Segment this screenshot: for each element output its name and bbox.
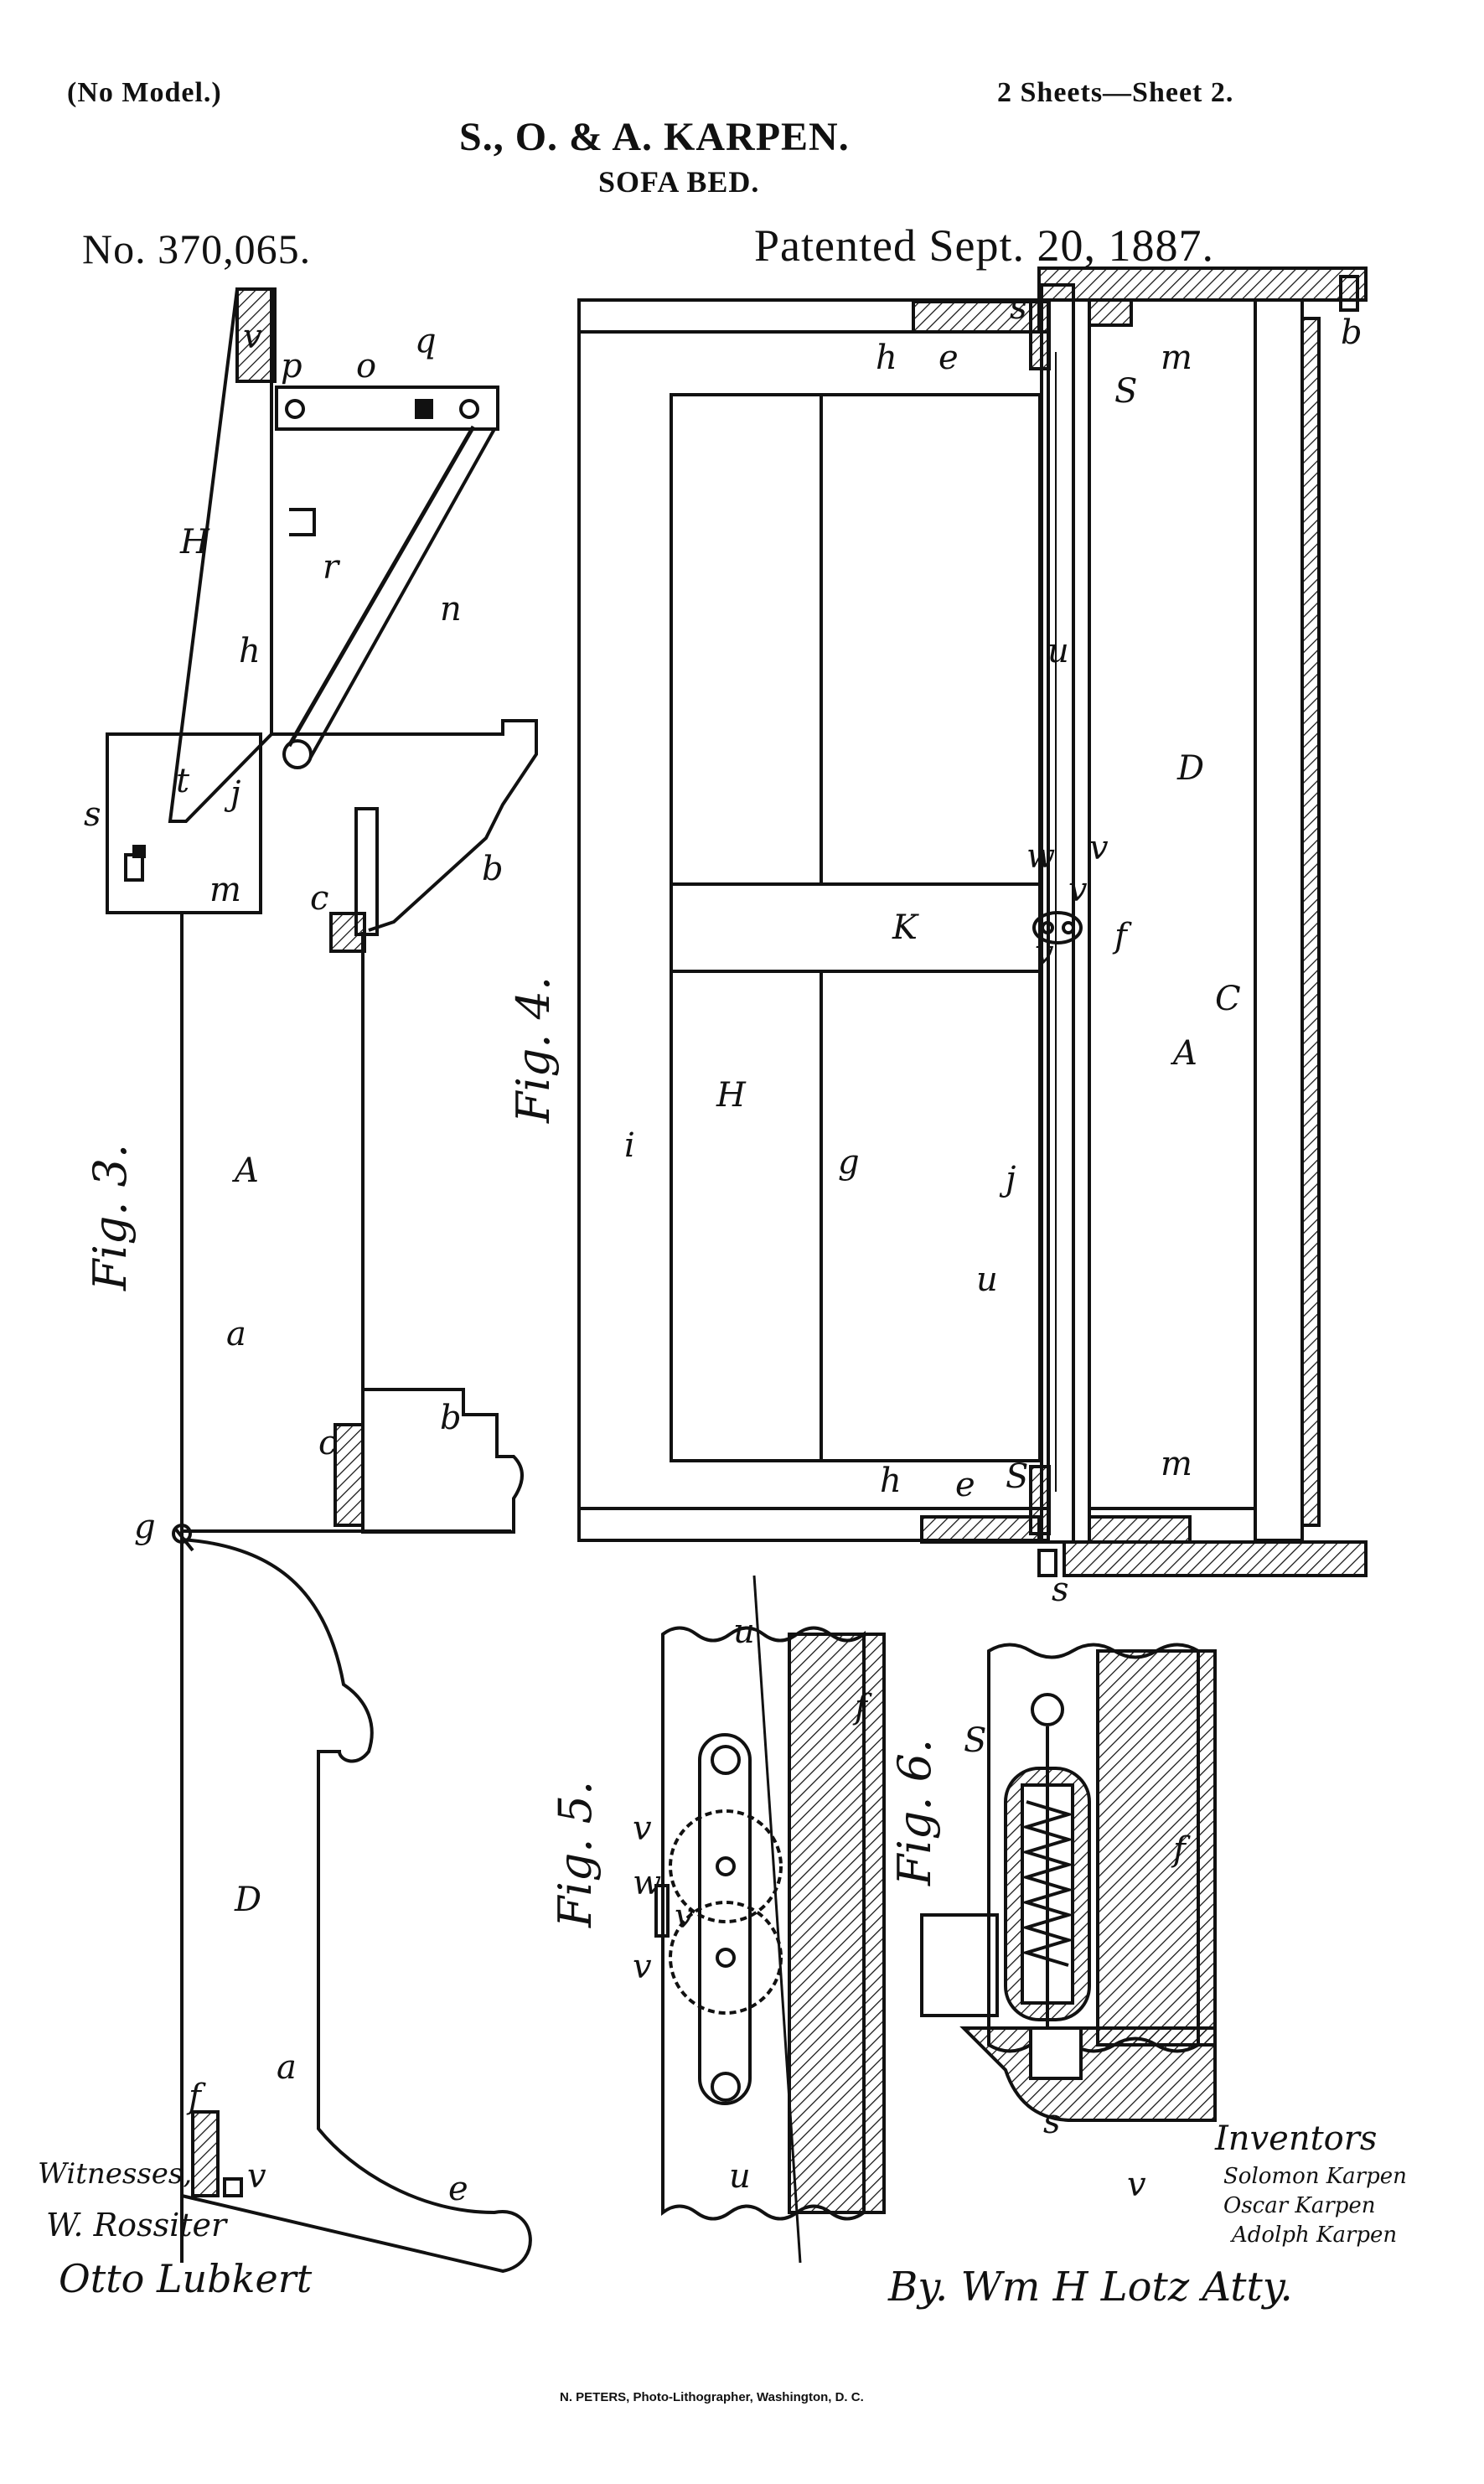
ref-letter: v (1068, 871, 1088, 909)
ref-letter: j (999, 1160, 1016, 1198)
ref-letter: A (231, 1151, 259, 1190)
ref-letter: e (955, 1466, 975, 1504)
ref-letter: e (938, 339, 959, 377)
inventor-signature-2: Oscar Karpen (1223, 2193, 1376, 2218)
fig4-drawing (577, 267, 1368, 1577)
signatures: Witnesses, W. Rossiter Otto Lubkert Inve… (38, 2119, 1407, 2311)
ref-letter: g (134, 1508, 156, 1546)
ref-letter: D (234, 1881, 261, 1919)
attorney-signature: By. Wm H Lotz Atty. (887, 2264, 1293, 2311)
ref-letter: s (1043, 2103, 1061, 2141)
ref-letter: s (84, 795, 101, 834)
fig4-reference-letters: s h e m b S u D v w v v f K A C i H g u … (624, 288, 1362, 1609)
witnesses-label: Witnesses, (38, 2157, 192, 2191)
ref-letter: b (482, 850, 504, 888)
inventors-label: Inventors (1214, 2119, 1377, 2158)
ref-letter: t (176, 762, 190, 800)
fig3-reference-letters: v p o q H r n h s t j m c b A a c b g D … (84, 318, 504, 2208)
fig6-drawing (920, 1643, 1217, 2122)
ref-letter: S (964, 1721, 986, 1760)
ref-letter: K (892, 908, 919, 947)
ref-letter: A (1170, 1034, 1197, 1073)
ref-letter: m (1161, 339, 1192, 377)
ref-letter: u (976, 1260, 998, 1299)
ref-letter: m (209, 871, 241, 909)
fig5-reference-letters: u f v w v v u (633, 1612, 872, 2196)
inventors-title: S., O. & A. KARPEN. (459, 115, 850, 159)
fig4-caption: Fig. 4. (507, 976, 560, 1124)
ref-letter: c (318, 1424, 337, 1462)
ref-letter: q (415, 322, 437, 360)
ref-letter: p (281, 347, 302, 386)
ref-letter: s (1010, 288, 1027, 327)
ref-letter: n (440, 590, 462, 629)
patent-date: Patented Sept. 20, 1887. (754, 220, 1214, 271)
witness-signature-1: W. Rossiter (46, 2207, 229, 2243)
ref-letter: a (226, 1315, 246, 1353)
fig3-caption: Fig. 3. (84, 1144, 137, 1291)
fig3-drawing (106, 287, 538, 2274)
fig5-drawing (654, 1575, 886, 2264)
ref-letter: w (1026, 837, 1055, 876)
ref-letter: v (243, 318, 262, 356)
sheet-count: 2 Sheets—Sheet 2. (997, 77, 1234, 108)
ref-letter: v (1035, 934, 1054, 972)
ref-letter: h (239, 632, 261, 670)
ref-letter: c (310, 879, 328, 918)
ref-letter: s (1052, 1571, 1069, 1609)
ref-letter: h (876, 339, 897, 377)
ref-letter: u (729, 2157, 751, 2196)
ref-letter: o (356, 347, 376, 386)
ref-letter: H (716, 1076, 747, 1115)
fig6-caption: Fig. 6. (888, 1739, 941, 1886)
ref-letter: v (675, 1897, 694, 1936)
inventor-signature-1: Solomon Karpen (1223, 2164, 1407, 2189)
ref-letter: a (277, 2048, 297, 2087)
ref-letter: b (1341, 313, 1362, 352)
ref-letter: S (1006, 1457, 1028, 1496)
ref-letter: H (179, 523, 210, 561)
ref-letter: h (880, 1462, 902, 1500)
ref-letter: S (1114, 372, 1137, 411)
ref-letter: u (733, 1612, 755, 1651)
ref-letter: m (1161, 1445, 1192, 1483)
witness-signature-2: Otto Lubkert (59, 2256, 313, 2301)
ref-letter: v (633, 1948, 652, 1986)
ref-letter: g (838, 1143, 860, 1182)
patent-number: No. 370,065. (82, 225, 312, 272)
ref-letter: C (1215, 980, 1241, 1018)
ref-letter: w (633, 1864, 661, 1902)
ref-letter: v (1089, 829, 1109, 867)
lithographer-credit: N. PETERS, Photo-Lithographer, Washingto… (560, 2390, 864, 2404)
fig5-caption: Fig. 5. (549, 1781, 602, 1928)
ref-letter: v (1127, 2166, 1146, 2204)
ref-letter: u (1047, 632, 1069, 670)
ref-letter: r (323, 548, 341, 587)
ref-letter: e (448, 2170, 468, 2208)
invention-title: SOFA BED. (598, 165, 760, 199)
model-note: (No Model.) (67, 77, 222, 108)
ref-letter: v (633, 1809, 652, 1848)
ref-letter: D (1176, 749, 1204, 788)
ref-letter: v (247, 2157, 266, 2196)
inventor-signature-3: Adolph Karpen (1230, 2223, 1397, 2248)
ref-letter: f (1112, 917, 1132, 955)
ref-letter: b (440, 1399, 462, 1437)
fig6-reference-letters: f S s v (964, 1721, 1191, 2204)
ref-letter: i (624, 1126, 635, 1165)
